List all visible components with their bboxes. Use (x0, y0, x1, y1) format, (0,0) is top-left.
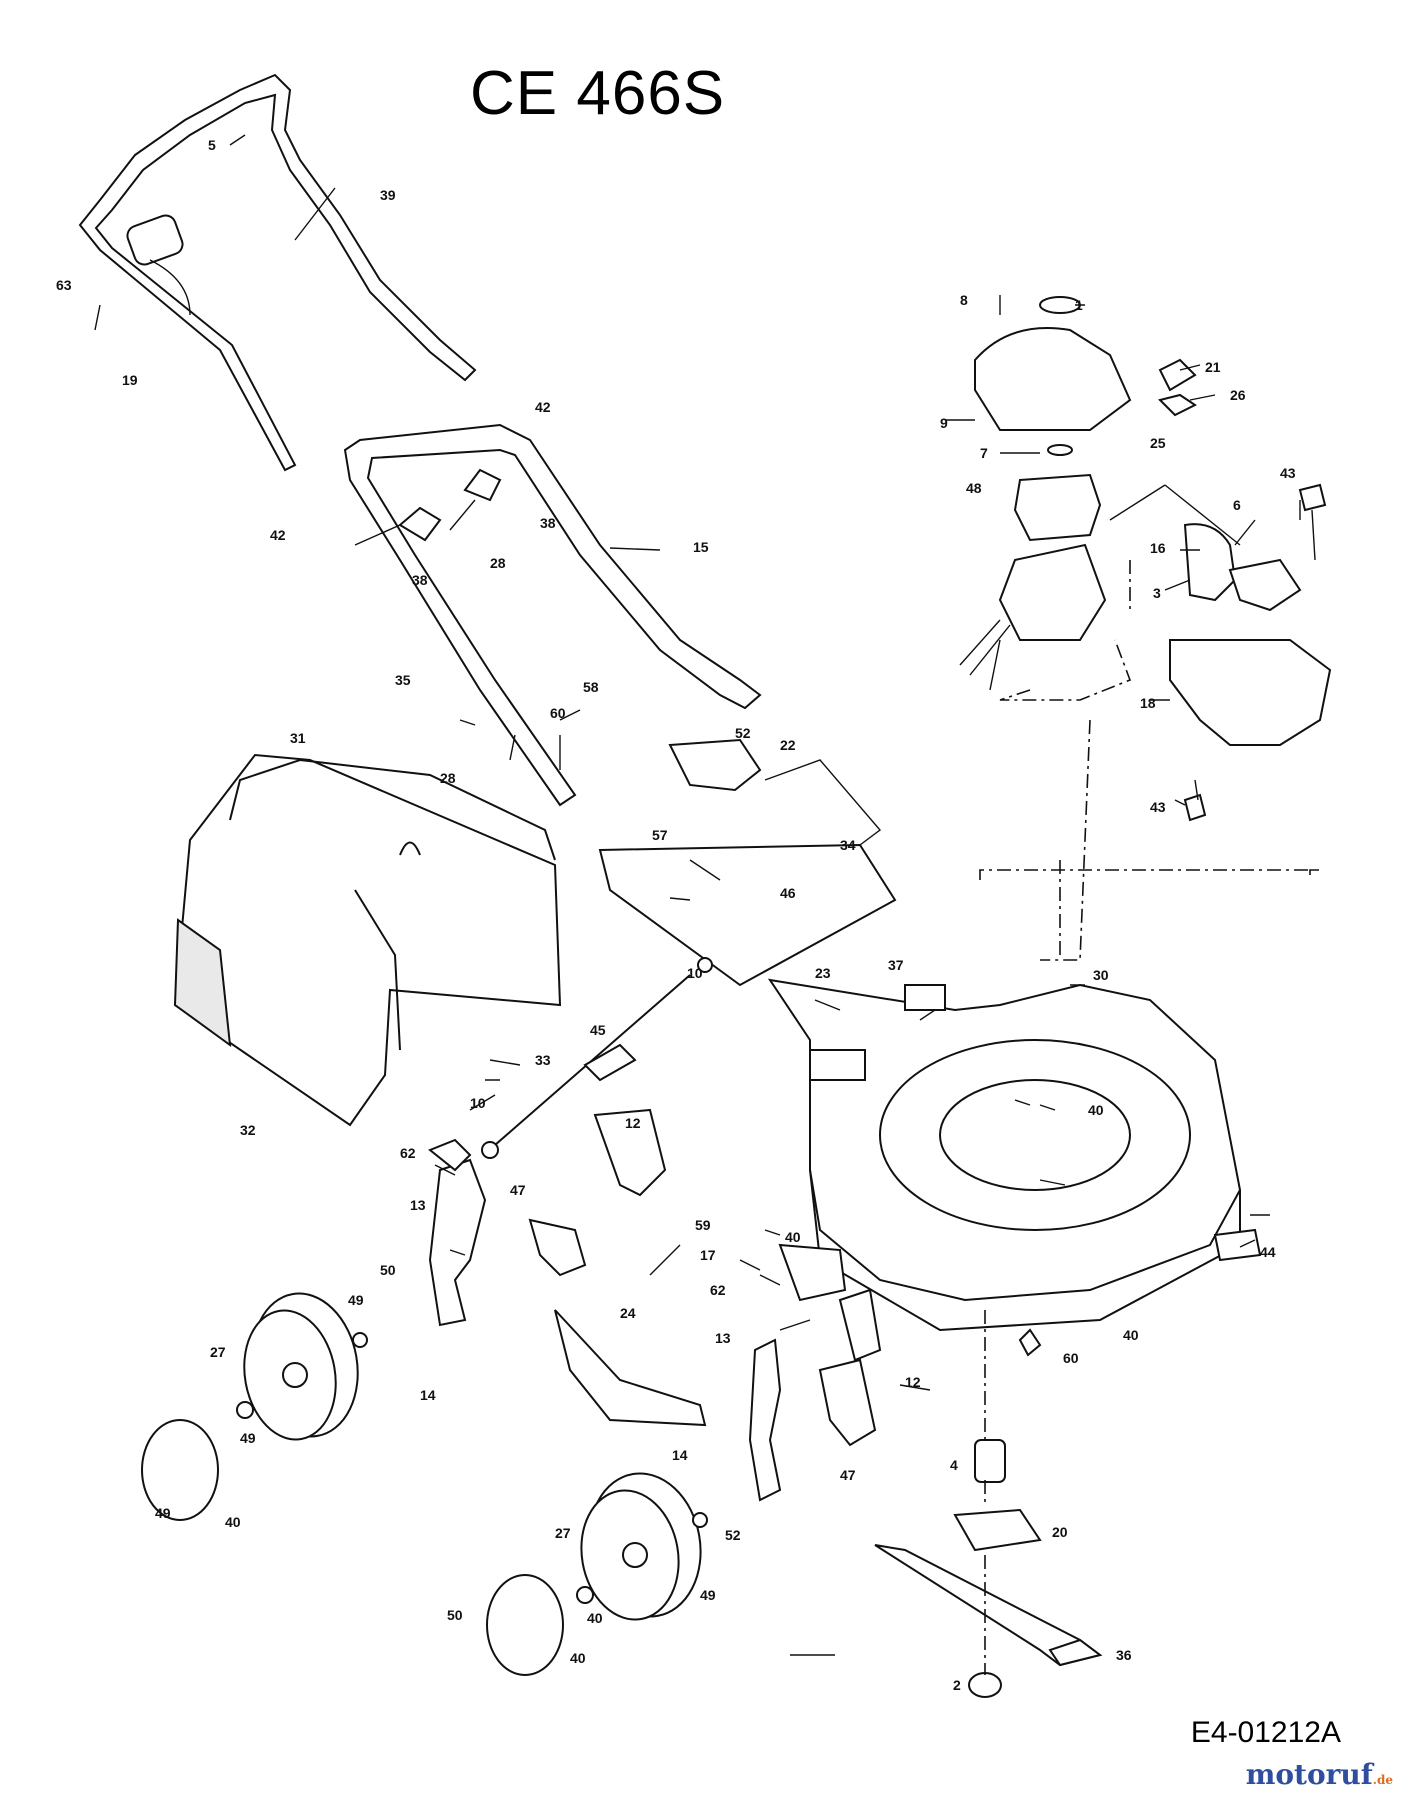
rear-guard (598, 738, 897, 987)
callout-52-left: 50 (380, 1262, 396, 1278)
callout-59: 58 (583, 679, 599, 695)
callout-25: 25 (1150, 435, 1166, 451)
callout-15: 15 (693, 539, 709, 555)
callout-13-left: 13 (410, 1197, 426, 1213)
callout-36: 35 (395, 672, 411, 688)
callout-44: 44 (1260, 1244, 1276, 1260)
callout-39: 39 (380, 187, 396, 203)
callout-7: 7 (980, 445, 988, 461)
callout-62-right: 62 (710, 1282, 726, 1298)
callout-12-left: 12 (625, 1115, 641, 1131)
watermark-tld: .de (1372, 1773, 1393, 1787)
callout-34: 34 (840, 837, 856, 853)
blade-assembly (874, 1439, 1103, 1698)
callout-43: 43 (1280, 465, 1296, 481)
diagram-title: CE 466S (470, 59, 726, 128)
callout-31: 36 (1116, 1647, 1132, 1663)
callout-1: 1 (1075, 297, 1083, 313)
callout-10-top: 10 (687, 965, 703, 981)
front-wheel (486, 1472, 708, 1676)
callout-12-right: 12 (905, 1374, 921, 1390)
callout-20: 20 (1052, 1524, 1068, 1540)
callout-43-lower: 43 (1150, 799, 1166, 815)
upper-handle (78, 73, 477, 472)
callout-35: 33 (535, 1052, 551, 1068)
callout-61: 60 (550, 705, 566, 721)
callout-49-a: 49 (348, 1292, 364, 1308)
callout-23: 23 (815, 965, 831, 981)
callout-40-rw: 40 (570, 1650, 586, 1666)
watermark-logo: motoruf.de (1246, 1758, 1393, 1791)
callout-60-top: 59 (695, 1217, 711, 1233)
callout-4: 4 (950, 1457, 958, 1473)
leader-lines (94, 134, 1301, 1656)
watermark-main: motoruf (1245, 1758, 1373, 1791)
callout-40-right: 40 (1123, 1327, 1139, 1343)
diagram-reference-number: E4-01212A (1190, 1716, 1341, 1749)
callout-21: 21 (1205, 359, 1221, 375)
callout-14-right: 14 (672, 1447, 688, 1463)
grass-catcher (173, 753, 562, 1127)
callout-42-top: 42 (535, 399, 551, 415)
lower-handle (343, 423, 762, 807)
callout-49-c: 49 (700, 1587, 716, 1603)
callout-2: 2 (953, 1677, 961, 1693)
callout-47-left: 47 (510, 1182, 526, 1198)
callout-57: 52 (735, 725, 751, 741)
callout-14-left: 14 (420, 1387, 436, 1403)
callout-28-low: 28 (440, 770, 456, 786)
callout-27-left: 27 (210, 1344, 226, 1360)
callout-50-left: 49 (155, 1505, 171, 1521)
callout-40-mid: 40 (785, 1229, 801, 1245)
callout-10-low: 10 (470, 1095, 486, 1111)
callout-49-d: 40 (587, 1610, 603, 1626)
callout-63: 63 (56, 277, 72, 293)
callout-60-right: 60 (1063, 1350, 1079, 1366)
callout-46: 46 (780, 885, 796, 901)
callout-19: 19 (122, 372, 138, 388)
callout-5: 5 (208, 137, 216, 153)
callout-45: 45 (590, 1022, 606, 1038)
callout-37: 37 (888, 957, 904, 973)
misc-fasteners (1018, 483, 1327, 1357)
callout-26: 26 (1230, 387, 1246, 403)
rear-axle (481, 957, 713, 1159)
rear-wheel (141, 1292, 368, 1521)
callout-13-right: 13 (715, 1330, 731, 1346)
callout-50-right: 50 (447, 1607, 463, 1623)
callout-42-left: 42 (270, 527, 286, 543)
mower-deck (767, 978, 1242, 1332)
callout-labels: 1 8 21 26 9 7 25 43 48 6 16 3 18 43 5 39… (56, 137, 1296, 1693)
callout-62-left: 62 (400, 1145, 416, 1161)
callout-49-b: 49 (240, 1430, 256, 1446)
callout-8: 8 (960, 292, 968, 308)
callout-6: 6 (1233, 497, 1241, 513)
callout-58: 57 (652, 827, 668, 843)
callout-9: 9 (940, 415, 948, 431)
wheel-height-adjuster-left (428, 1108, 667, 1327)
callout-40-deck: 40 (1088, 1102, 1104, 1118)
callout-40-lw: 40 (225, 1514, 241, 1530)
callout-28-top: 28 (490, 555, 506, 571)
callout-52-right: 52 (725, 1527, 741, 1543)
callout-47-right: 47 (840, 1467, 856, 1483)
callout-3: 3 (1153, 585, 1161, 601)
callout-27-right: 27 (555, 1525, 571, 1541)
callout-22: 22 (780, 737, 796, 753)
callout-33: 32 (240, 1122, 256, 1138)
callout-16: 16 (1150, 540, 1166, 556)
callout-48: 48 (966, 480, 982, 496)
callout-30: 30 (1093, 967, 1109, 983)
callout-32: 31 (290, 730, 306, 746)
wheel-height-adjuster-right (554, 1243, 882, 1502)
callout-24: 24 (620, 1305, 636, 1321)
motor-assembly (959, 296, 1332, 746)
callout-18: 18 (1140, 695, 1156, 711)
callout-38-left: 38 (412, 572, 428, 588)
callout-38-right: 38 (540, 515, 556, 531)
callout-17: 17 (700, 1247, 716, 1263)
